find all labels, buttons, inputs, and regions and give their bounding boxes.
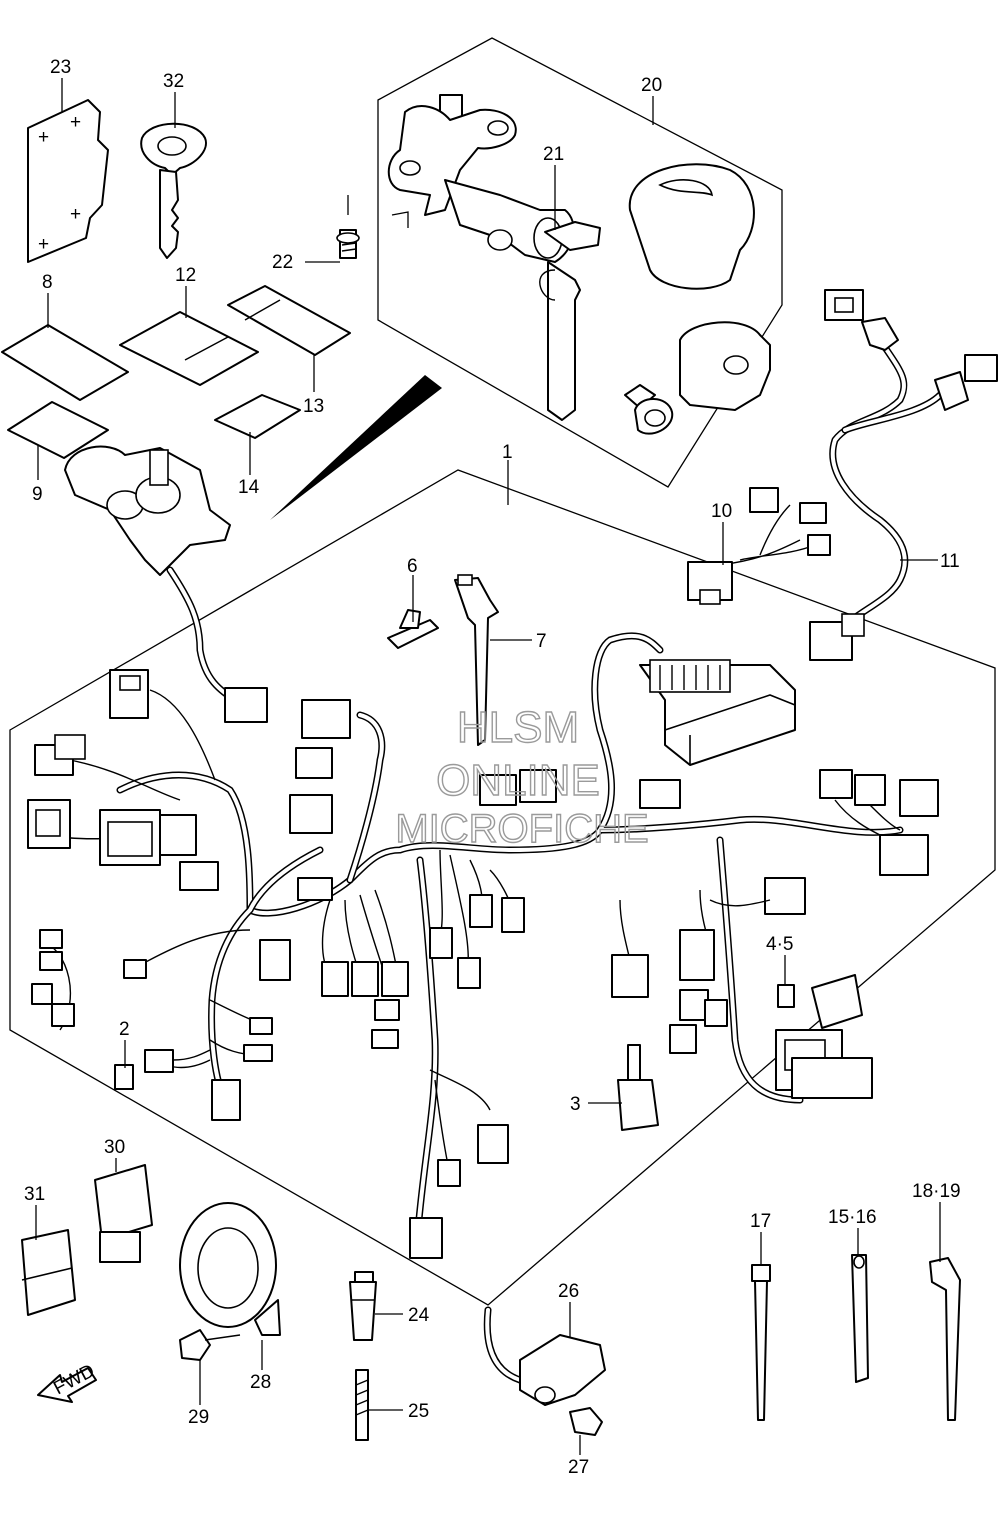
callout-17: 17: [750, 1211, 771, 1232]
plate-part: + + + +: [27, 99, 109, 263]
callout-6: 6: [407, 556, 418, 577]
fwd-arrow-icon: FWD: [37, 1360, 98, 1403]
cable-tie-17: [751, 1264, 771, 1421]
callout-2: 2: [119, 1019, 130, 1040]
callout-29: 29: [188, 1407, 209, 1428]
callout-21: 21: [543, 144, 564, 165]
callout-24: 24: [408, 1305, 430, 1326]
callout-31: 31: [24, 1184, 45, 1205]
callout-8: 8: [42, 272, 53, 293]
callout-15-16: 15·16: [828, 1207, 877, 1228]
bracket-22-part: [336, 195, 409, 259]
svg-text:+: +: [70, 112, 81, 133]
ignition-switch-part: [387, 94, 601, 421]
direction-wedge: [270, 375, 442, 520]
relay-31-part: [21, 1229, 76, 1316]
ignition-set-box: [377, 37, 783, 488]
watermark: HLSM ONLINE MICROFICHE: [395, 702, 650, 851]
callout-3: 3: [570, 1094, 581, 1115]
callout-11: 11: [940, 551, 960, 572]
callout-20: 20: [641, 75, 662, 96]
callout-10: 10: [711, 501, 732, 522]
callout-9: 9: [32, 484, 43, 505]
horn-part: [179, 1202, 281, 1361]
callout-32: 32: [163, 71, 184, 92]
relay-30-part: [94, 1164, 153, 1263]
lock-cylinder-part: [624, 384, 674, 435]
callout-28: 28: [250, 1372, 271, 1393]
sensor-26-part: [483, 1306, 606, 1436]
callout-1: 1: [502, 442, 513, 463]
callout-26: 26: [558, 1281, 579, 1302]
sticker-13: [227, 285, 351, 356]
callout-14: 14: [238, 477, 260, 498]
callout-25: 25: [408, 1401, 429, 1422]
sub-harness-11: [809, 289, 998, 661]
svg-text:+: +: [38, 234, 49, 255]
callout-13: 13: [303, 396, 324, 417]
sticker-8: [1, 324, 129, 401]
sticker-9: [7, 401, 109, 459]
svg-text:+: +: [38, 127, 49, 148]
watermark-line-2: ONLINE: [436, 756, 600, 805]
switch-24-part: [349, 1271, 377, 1341]
sticker-14: [214, 394, 301, 439]
svg-text:+: +: [70, 204, 81, 225]
sub-harness-10: [687, 487, 831, 605]
callouts: 23 32 20 21 22 8 12 13 9 14 1 10 11 6 7 …: [24, 57, 961, 1478]
callout-27: 27: [568, 1457, 589, 1478]
cable-tie-18-19: [929, 1257, 961, 1421]
callout-23: 23: [50, 57, 71, 78]
callout-18-19: 18·19: [912, 1181, 961, 1202]
fuel-cap-lock-part: [628, 163, 755, 290]
seat-lock-part: [679, 321, 771, 411]
sticker-12: [119, 311, 259, 386]
callout-7: 7: [536, 631, 547, 652]
main-harness-box: [9, 469, 996, 1306]
main-harness: [27, 445, 939, 1259]
spring-25-part: [355, 1369, 369, 1441]
key-part: [140, 122, 207, 259]
watermark-line-3: MICROFICHE: [395, 807, 648, 851]
leader-lines: [35, 78, 941, 1455]
callout-22: 22: [272, 252, 293, 273]
watermark-line-1: HLSM: [457, 703, 579, 752]
callout-12: 12: [175, 265, 196, 286]
callout-30: 30: [104, 1137, 125, 1158]
cable-tie-15-16: [851, 1254, 869, 1383]
callout-4-5: 4·5: [766, 934, 793, 955]
